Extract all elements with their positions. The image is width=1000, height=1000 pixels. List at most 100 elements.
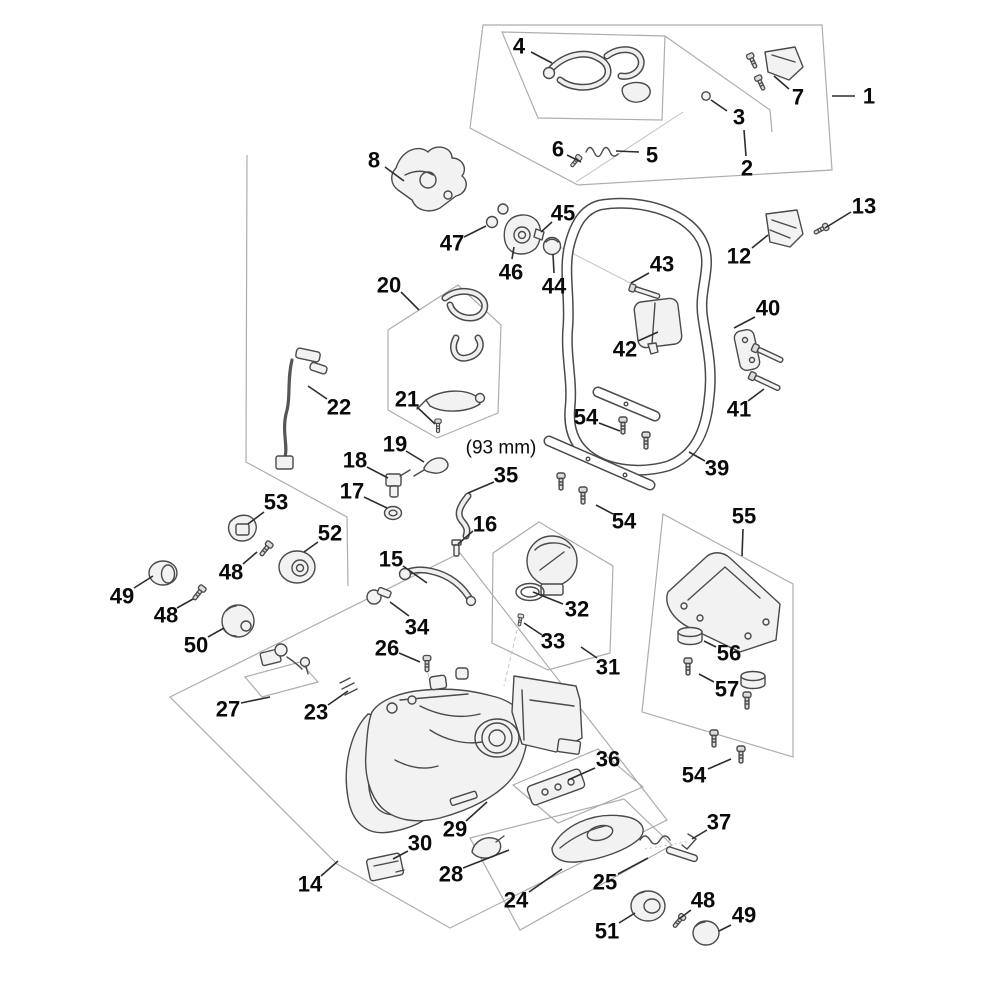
part-label-7[interactable]: 7: [792, 85, 804, 110]
part-label-2[interactable]: 2: [741, 156, 753, 181]
leader-line-22: [307, 385, 328, 400]
group-outline-20: [387, 284, 502, 439]
part-label-49a[interactable]: 49: [110, 584, 134, 609]
part-label-26[interactable]: 26: [375, 636, 399, 661]
part-19-elbow: [413, 457, 449, 477]
part-label-12[interactable]: 12: [727, 244, 751, 269]
part-label-30[interactable]: 30: [408, 831, 432, 856]
part-13-screw: [812, 221, 831, 237]
part-label-48a[interactable]: 48: [219, 560, 243, 585]
part-51-ring-damper: [630, 890, 666, 922]
part-label-37[interactable]: 37: [707, 810, 731, 835]
part-label-28[interactable]: 28: [439, 862, 463, 887]
part-label-45[interactable]: 45: [551, 201, 575, 226]
leader-line-49b: [718, 924, 732, 932]
part-label-54c[interactable]: 54: [682, 763, 707, 788]
part-label-17[interactable]: 17: [340, 479, 364, 504]
part-49-bushing-a: [148, 560, 178, 586]
leader-line-33: [523, 622, 543, 636]
part-label-52[interactable]: 52: [318, 521, 342, 546]
part-label-21[interactable]: 21: [395, 387, 419, 412]
part-label-25[interactable]: 25: [593, 870, 617, 895]
handlebar-rail-lower: [543, 435, 656, 491]
part-label-4[interactable]: 4: [513, 34, 526, 59]
part-label-48b[interactable]: 48: [154, 603, 178, 628]
part-label-55[interactable]: 55: [732, 504, 756, 529]
part-label-53[interactable]: 53: [264, 490, 288, 515]
leader-line-42: [637, 331, 659, 342]
part-label-1[interactable]: 1: [863, 84, 875, 109]
part-46-flange: [503, 214, 542, 255]
group-outline-24: [469, 798, 674, 931]
part-labels: 1234567812131415161718192021222324252627…: [110, 34, 876, 944]
part-label-34[interactable]: 34: [405, 615, 430, 640]
part-label-49b[interactable]: 49: [732, 903, 756, 928]
part-label-22[interactable]: 22: [327, 395, 351, 420]
group-outline-left: [245, 154, 349, 587]
part-label-56[interactable]: 56: [717, 641, 741, 666]
part-label-50[interactable]: 50: [184, 633, 208, 658]
leader-line-40: [733, 316, 756, 329]
group-outline-14: [168, 552, 668, 929]
part-48-screw-a: [257, 539, 275, 559]
leader-line-12: [751, 234, 769, 249]
leader-line-48a: [242, 551, 258, 565]
part-3-ring: [701, 91, 711, 101]
leader-line-36: [567, 767, 596, 781]
part-label-41[interactable]: 41: [727, 397, 751, 422]
part-label-27[interactable]: 27: [216, 697, 240, 722]
leader-line-45: [540, 221, 553, 233]
part-label-48c[interactable]: 48: [691, 888, 715, 913]
part-label-46[interactable]: 46: [499, 260, 523, 285]
part-label-51[interactable]: 51: [595, 919, 619, 944]
leader-line-53: [247, 511, 265, 525]
part-label-23[interactable]: 23: [304, 700, 328, 725]
part-label-31[interactable]: 31: [596, 655, 620, 680]
part-label-16[interactable]: 16: [473, 512, 497, 537]
leader-line-39: [688, 451, 706, 462]
part-label-19[interactable]: 19: [383, 432, 407, 457]
leader-line-19: [405, 450, 425, 463]
part-label-13[interactable]: 13: [852, 194, 876, 219]
part-31-fuel-cap: [526, 535, 578, 596]
leader-line-43: [630, 272, 650, 284]
leader-line-51: [618, 912, 636, 924]
leader-line-26: [398, 652, 421, 663]
part-label-39[interactable]: 39: [705, 456, 729, 481]
part-37-clip: [681, 833, 698, 850]
leader-line-55: [741, 528, 744, 557]
part-label-14[interactable]: 14: [298, 872, 323, 897]
part-label-15[interactable]: 15: [379, 547, 403, 572]
leader-line-31: [580, 646, 598, 659]
part-label-35[interactable]: 35: [494, 463, 518, 488]
leader-line-4: [530, 51, 553, 64]
leader-line-30: [392, 850, 409, 860]
part-label-8[interactable]: 8: [368, 148, 380, 173]
part-housing-right-half: [511, 675, 583, 755]
part-36-plate: [526, 768, 586, 806]
axis-line: [644, 841, 687, 850]
part-label-32[interactable]: 32: [565, 597, 589, 622]
part-label-43[interactable]: 43: [650, 252, 674, 277]
part-49-cap-b: [692, 920, 720, 946]
part-label-57[interactable]: 57: [715, 677, 739, 702]
part-label-47[interactable]: 47: [440, 231, 464, 256]
part-label-33[interactable]: 33: [541, 629, 565, 654]
part-label-40[interactable]: 40: [756, 296, 780, 321]
part-label-54b[interactable]: 54: [612, 509, 637, 534]
part-24-brake-lever: [551, 814, 644, 863]
part-label-20[interactable]: 20: [377, 273, 401, 298]
part-label-42[interactable]: 42: [613, 337, 637, 362]
part-label-24[interactable]: 24: [504, 888, 529, 913]
leader-line-17: [363, 496, 388, 509]
part-label-44[interactable]: 44: [542, 274, 567, 299]
part-label-3[interactable]: 3: [733, 105, 745, 130]
part-label-18[interactable]: 18: [343, 448, 367, 473]
part-label-29[interactable]: 29: [443, 817, 467, 842]
part-label-5[interactable]: 5: [646, 143, 658, 168]
part-label-36[interactable]: 36: [596, 747, 620, 772]
part-label-54a[interactable]: 54: [574, 405, 599, 430]
leader-line-48c: [678, 909, 692, 920]
part-label-6[interactable]: 6: [552, 137, 564, 162]
